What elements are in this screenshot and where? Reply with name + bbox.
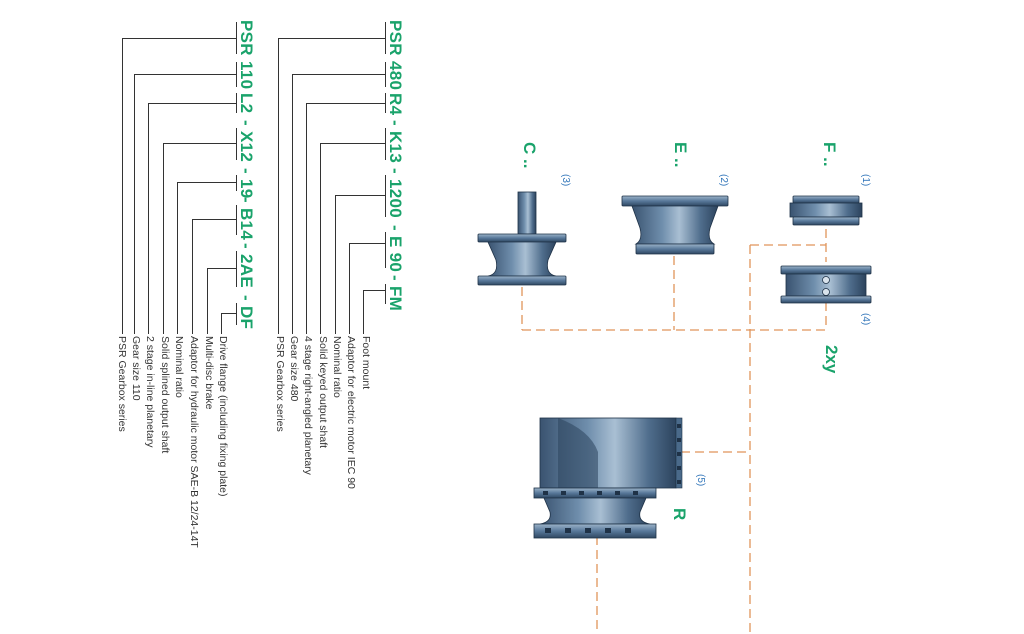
gearbox-f2-part	[780, 265, 872, 304]
config-label-r: R	[670, 508, 689, 521]
config-label-f: F ..	[820, 142, 839, 167]
gearbox-r-part	[533, 417, 683, 539]
gearbox-e-part	[621, 195, 729, 255]
part-number-2: (2)	[718, 174, 729, 187]
gearbox-f-part	[789, 195, 863, 226]
gearbox-c-part	[477, 191, 567, 286]
config-label-e: E ..	[671, 142, 690, 168]
part-number-3: (3)	[560, 174, 571, 187]
config-label-c: C ..	[520, 142, 539, 169]
part-number-1: (1)	[860, 174, 871, 187]
part-number-5: (5)	[695, 474, 706, 487]
part-number-4: (4)	[860, 313, 871, 326]
config-label-2xy: 2xy	[822, 345, 841, 374]
